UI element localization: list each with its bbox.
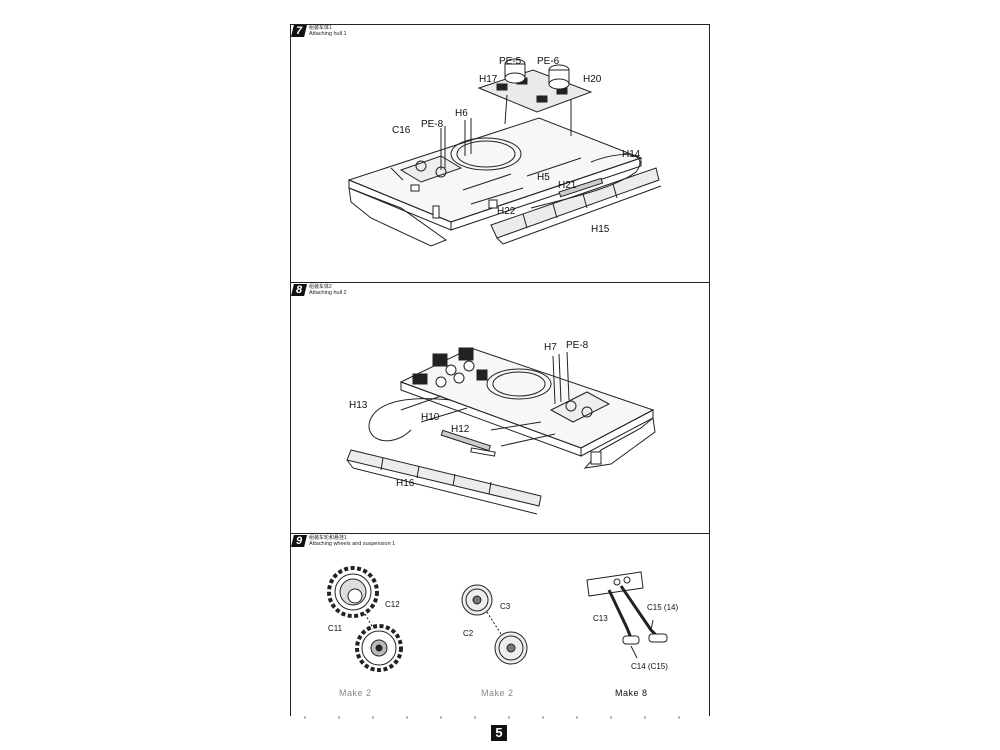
step-8-diagram: H7 PE-8 H13 H10 H12 H16 (346, 340, 656, 515)
front-plate (348, 187, 448, 247)
step-number-badge: 8 (291, 284, 307, 296)
step-title-en: Attaching wheels and suspension 1 (309, 541, 396, 547)
part-label-h22: H22 (497, 206, 516, 217)
roadwheel-c2 (461, 584, 493, 616)
sprocket-c11 (327, 566, 379, 618)
make-quantity-label: Make 8 (615, 688, 648, 698)
step-number-badge: 9 (291, 535, 307, 547)
step-9-diagram: C11 C12 C2 C3 C13 C15 (14) C14 (C15) Mak… (327, 566, 678, 698)
mudguard (490, 167, 660, 239)
part-label-h12: H12 (451, 424, 470, 435)
make-quantity-label: Make 2 (481, 688, 514, 698)
part-label-h17: H17 (479, 74, 498, 85)
part-label-pe6: PE-6 (537, 56, 560, 67)
part-label-c11: C11 (328, 624, 343, 633)
part-label-h13: H13 (349, 400, 368, 411)
step-number-badge: 7 (291, 25, 307, 37)
step-divider (290, 282, 710, 283)
hull-front (400, 381, 582, 457)
part-label-h21: H21 (558, 180, 577, 191)
step-title-cn: 组装车体2 (309, 284, 332, 290)
part-label-c16: C16 (392, 125, 411, 136)
front-plate (583, 417, 656, 469)
page-number: 5 (491, 725, 507, 741)
part-label-h7: H7 (544, 342, 557, 353)
part-label-h14: H14 (622, 149, 641, 160)
part-label-h6: H6 (455, 108, 468, 119)
step-divider (290, 533, 710, 534)
part-label-c13: C13 (593, 614, 608, 623)
hull-front (450, 157, 642, 231)
step-title-en: Attaching hull 1 (309, 31, 347, 37)
part-label-h20: H20 (583, 74, 602, 85)
scan-edge-artifact (290, 716, 710, 719)
tow-cable (530, 154, 641, 209)
part-label-c2: C2 (463, 629, 474, 638)
roadwheel-c3 (494, 631, 528, 665)
part-label-c12: C12 (385, 600, 400, 609)
step-title-en: Attaching hull 2 (309, 290, 347, 296)
tow-cable (368, 398, 452, 442)
part-label-pe5: PE-5 (499, 56, 522, 67)
step-7-diagram: PE-5 PE-6 H17 H20 H6 PE-8 C16 H14 H5 H21… (347, 56, 662, 247)
make-quantity-label: Make 2 (339, 688, 372, 698)
mudguard (346, 449, 542, 507)
part-label-c15: C15 (14) (647, 603, 678, 612)
part-label-pe8: PE-8 (421, 119, 444, 130)
part-label-c14: C14 (C15) (631, 662, 668, 671)
part-label-h15: H15 (591, 224, 610, 235)
part-label-c3: C3 (500, 602, 511, 611)
turret-ring (486, 368, 552, 400)
part-label-h16: H16 (396, 478, 415, 489)
step-title-cn: 组装车轮和悬挂1 (309, 535, 347, 541)
step-title-cn: 组装车体1 (309, 25, 332, 31)
part-label-h5: H5 (537, 172, 550, 183)
sprocket-c12 (355, 624, 403, 672)
turret-ring (450, 137, 522, 171)
part-label-pe8: PE-8 (566, 340, 589, 351)
part-label-h10: H10 (421, 412, 440, 423)
